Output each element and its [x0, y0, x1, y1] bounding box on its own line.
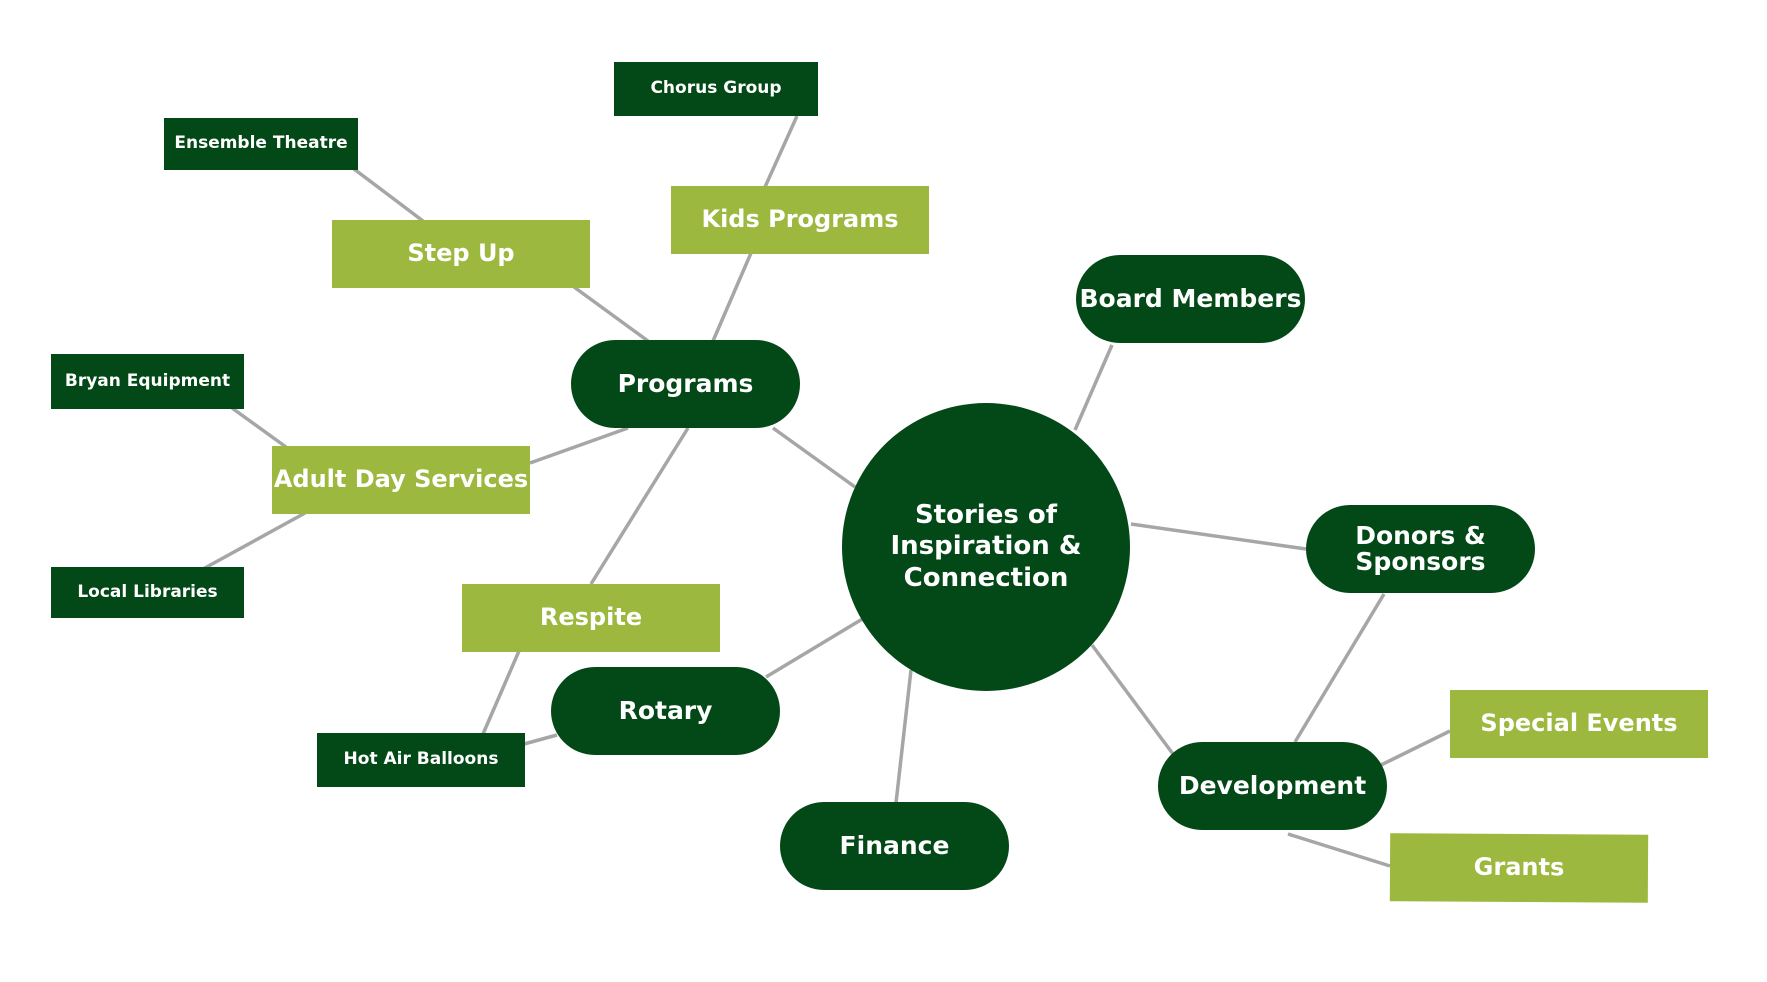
- special-events-node: Special Events: [1450, 690, 1708, 758]
- connector-kids-chorus: [763, 115, 799, 188]
- connector-center-rotary: [765, 616, 865, 679]
- donors-sponsors-label: Donors & Sponsors: [1355, 520, 1486, 576]
- rotary-label: Rotary: [618, 695, 713, 725]
- board-members-node: Board Members: [1076, 255, 1305, 343]
- special-events-label: Special Events: [1480, 709, 1678, 738]
- connector-adult-day-bryan: [230, 406, 288, 449]
- step-up-label: Step Up: [407, 239, 515, 268]
- kids-programs-node: Kids Programs: [671, 186, 929, 254]
- finance-node: Finance: [780, 802, 1009, 890]
- connector-respite-hot-air: [481, 650, 521, 735]
- board-members-label: Board Members: [1079, 283, 1302, 313]
- grants-node: Grants: [1389, 833, 1649, 903]
- programs-node: Programs: [571, 340, 800, 428]
- ensemble-theatre-node: Ensemble Theatre: [164, 118, 358, 170]
- hot-air-balloons-node: Hot Air Balloons: [317, 733, 525, 787]
- connector-programs-kids: [711, 252, 753, 342]
- connector-center-finance: [894, 669, 913, 804]
- center-node-label: Stories of Inspiration & Connection: [890, 500, 1082, 593]
- local-libraries-label: Local Libraries: [77, 581, 218, 602]
- bryan-equipment-node: Bryan Equipment: [51, 354, 244, 409]
- step-up-node: Step Up: [332, 220, 590, 288]
- finance-label: Finance: [839, 830, 950, 860]
- connector-center-board-members: [1073, 344, 1114, 431]
- programs-label: Programs: [617, 368, 754, 398]
- adult-day-services-label: Adult Day Services: [273, 465, 529, 494]
- grants-label: Grants: [1473, 853, 1565, 882]
- donors-sponsors-node: Donors & Sponsors: [1306, 505, 1535, 593]
- hot-air-balloons-label: Hot Air Balloons: [343, 749, 499, 770]
- connector-step-up-ensemble: [352, 167, 425, 223]
- ensemble-theatre-label: Ensemble Theatre: [174, 133, 348, 154]
- connector-center-programs: [771, 426, 857, 489]
- connector-programs-step-up: [572, 285, 650, 343]
- respite-label: Respite: [539, 603, 643, 632]
- bryan-equipment-label: Bryan Equipment: [64, 370, 231, 391]
- chorus-group-node: Chorus Group: [614, 62, 818, 116]
- connector-adult-day-libraries: [202, 511, 306, 571]
- connector-development-special-events: [1380, 729, 1451, 767]
- development-label: Development: [1178, 770, 1367, 800]
- connector-center-development: [1090, 643, 1175, 756]
- connector-donors-development: [1293, 593, 1386, 743]
- rotary-node: Rotary: [551, 667, 780, 755]
- connector-programs-respite: [589, 427, 690, 585]
- respite-node: Respite: [462, 584, 720, 652]
- connector-programs-adult-day: [529, 426, 629, 465]
- adult-day-services-node: Adult Day Services: [272, 446, 530, 514]
- connector-rotary-hot-air: [523, 733, 558, 746]
- chorus-group-label: Chorus Group: [650, 78, 782, 99]
- local-libraries-node: Local Libraries: [51, 567, 244, 618]
- center-node: Stories of Inspiration & Connection: [842, 403, 1130, 691]
- connector-center-donors: [1130, 522, 1307, 551]
- connector-development-grants: [1287, 832, 1391, 868]
- development-node: Development: [1158, 742, 1387, 830]
- kids-programs-label: Kids Programs: [701, 205, 899, 234]
